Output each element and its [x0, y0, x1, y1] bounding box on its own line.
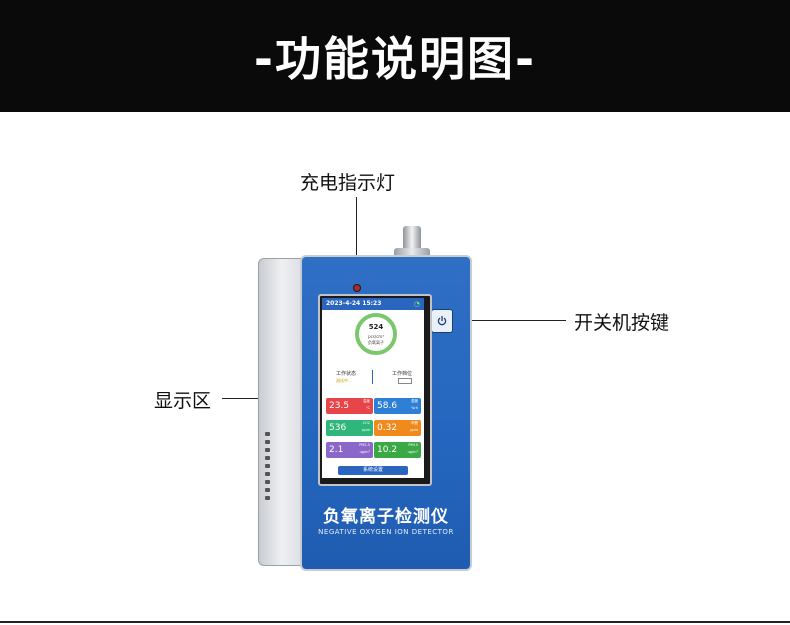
tile-formaldehyde: 0.32 甲醛 ppm — [374, 420, 421, 436]
power-button[interactable] — [431, 309, 453, 333]
tile-value: 2.1 — [329, 445, 344, 455]
tile-name: 甲醛 — [411, 421, 418, 425]
tile-value: 10.2 — [377, 445, 398, 455]
tile-unit: ug/m³ — [359, 450, 370, 454]
ion-gauge: 524 pcs/cm³ 负氧离子 — [355, 313, 397, 355]
callout-line-charging — [356, 197, 357, 287]
power-icon — [437, 315, 447, 326]
display-screen: 2023-4-24 15:23 ◔ 524 pcs/cm³ 负氧离子 工作状态 … — [322, 298, 424, 478]
wifi-icon: ◔ — [413, 300, 420, 308]
status-divider — [372, 370, 373, 384]
tile-name: 湿度 — [411, 399, 418, 403]
callout-line-power — [452, 320, 566, 321]
tile-unit: ppm — [410, 428, 418, 432]
device-name-english: NEGATIVE OXYGEN ION DETECTOR — [318, 528, 454, 536]
tile-unit: %rh — [411, 406, 418, 410]
tile-name: 温度 — [363, 399, 370, 403]
vent-slot — [265, 464, 270, 468]
bottom-divider — [0, 621, 790, 623]
tile-co2: 536 CO2 ppm — [326, 420, 373, 436]
vent-slot — [265, 488, 270, 492]
vent-slot — [265, 480, 270, 484]
gear-indicator — [398, 378, 412, 384]
tile-name: PM2.5 — [359, 443, 370, 447]
tile-value: 0.32 — [377, 423, 398, 433]
tile-name: PM10 — [408, 443, 418, 447]
tile-humidity: 58.6 湿度 %rh — [374, 398, 421, 414]
screen-header: 2023-4-24 15:23 ◔ — [322, 298, 424, 310]
tile-pm10: 10.2 PM10 ug/m³ — [374, 442, 421, 458]
ion-unit: pcs/cm³ — [368, 334, 384, 339]
vent-slot — [265, 472, 270, 476]
charging-led-icon — [354, 285, 360, 291]
tile-value: 536 — [329, 423, 347, 433]
tile-temperature: 23.5 温度 ℃ — [326, 398, 373, 414]
tile-unit: ug/m³ — [407, 450, 418, 454]
air-inlet-connector — [403, 226, 421, 250]
ion-value: 524 — [368, 323, 384, 331]
ion-label: 负氧离子 — [368, 340, 384, 345]
tile-name: CO2 — [362, 421, 370, 425]
tile-pm25: 2.1 PM2.5 ug/m³ — [326, 442, 373, 458]
page-title: -功能说明图- — [253, 32, 537, 86]
vent-slot — [265, 456, 270, 460]
status-value: 测试中... — [336, 378, 352, 383]
status-label: 工作状态 — [336, 371, 357, 377]
callout-display-area: 显示区 — [154, 390, 212, 412]
vent-slot — [265, 432, 270, 436]
callout-power-button: 开关机按键 — [574, 312, 670, 334]
tile-value: 58.6 — [377, 401, 398, 411]
device-name: 负氧离子检测仪 — [323, 507, 449, 527]
tile-unit: ppm — [362, 428, 370, 432]
tile-unit: ℃ — [366, 406, 370, 410]
gear-label: 工作档位 — [392, 371, 413, 377]
system-settings-button[interactable]: 系统设置 — [338, 466, 408, 475]
tile-value: 23.5 — [329, 401, 350, 411]
title-banner: -功能说明图- — [0, 0, 790, 112]
vent-slot — [265, 448, 270, 452]
vent-slot — [265, 496, 270, 500]
screen-datetime: 2023-4-24 15:23 — [326, 300, 382, 307]
vent-slot — [265, 440, 270, 444]
callout-charging-indicator: 充电指示灯 — [300, 172, 396, 194]
